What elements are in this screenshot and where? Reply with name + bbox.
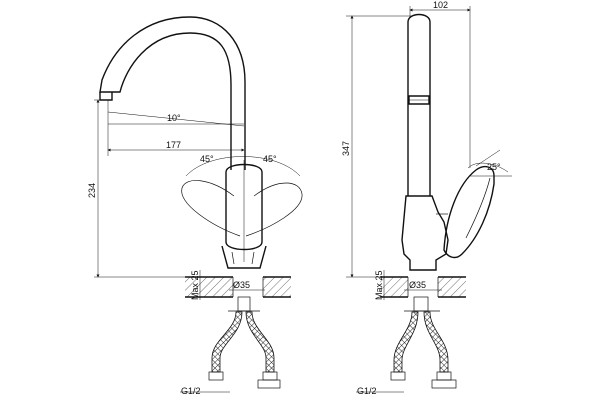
height-234-label: 234	[87, 183, 97, 198]
hose-right	[245, 311, 275, 373]
depth-102-label: 102	[433, 0, 448, 10]
side-view: 25° 102 347 Max 25 Ø35 G1/2	[341, 0, 512, 396]
aerator-tip	[99, 92, 113, 101]
mount-hole-right-label: Ø35	[409, 280, 426, 290]
hose-thread-left-label: G1/2	[181, 386, 201, 396]
front-view: 10° 177 45° 45° 234 Max 25 Ø35 G1/2	[87, 16, 303, 396]
height-347-label: 347	[341, 141, 351, 156]
hose-right-side	[423, 311, 449, 373]
lever-angle-right-label: 45°	[263, 154, 277, 164]
body-base	[221, 245, 267, 269]
aerator-side	[408, 95, 430, 105]
lever-right-position	[245, 182, 303, 237]
lever-tilt-label: 25°	[487, 162, 501, 172]
mount-hole-left-label: Ø35	[233, 280, 250, 290]
lever-left-position	[181, 180, 241, 237]
countertop-left	[185, 276, 291, 298]
lever-side	[443, 165, 495, 259]
spout-reach-label: 177	[166, 140, 181, 150]
spout-outline	[99, 16, 246, 170]
faucet-body	[225, 163, 263, 251]
countertop-right	[380, 276, 466, 298]
mount-max-right-label: Max 25	[374, 270, 384, 300]
lever-angle-left-label: 45°	[200, 154, 214, 164]
hose-left-side	[393, 311, 419, 373]
spout-column-side	[407, 13, 431, 196]
aerator-angle-label: 10°	[167, 113, 181, 123]
mount-max-left-label: Max 25	[190, 270, 200, 300]
faucet-body-side	[401, 195, 449, 271]
hose-thread-right-label: G1/2	[357, 386, 377, 396]
hose-left	[211, 311, 243, 373]
